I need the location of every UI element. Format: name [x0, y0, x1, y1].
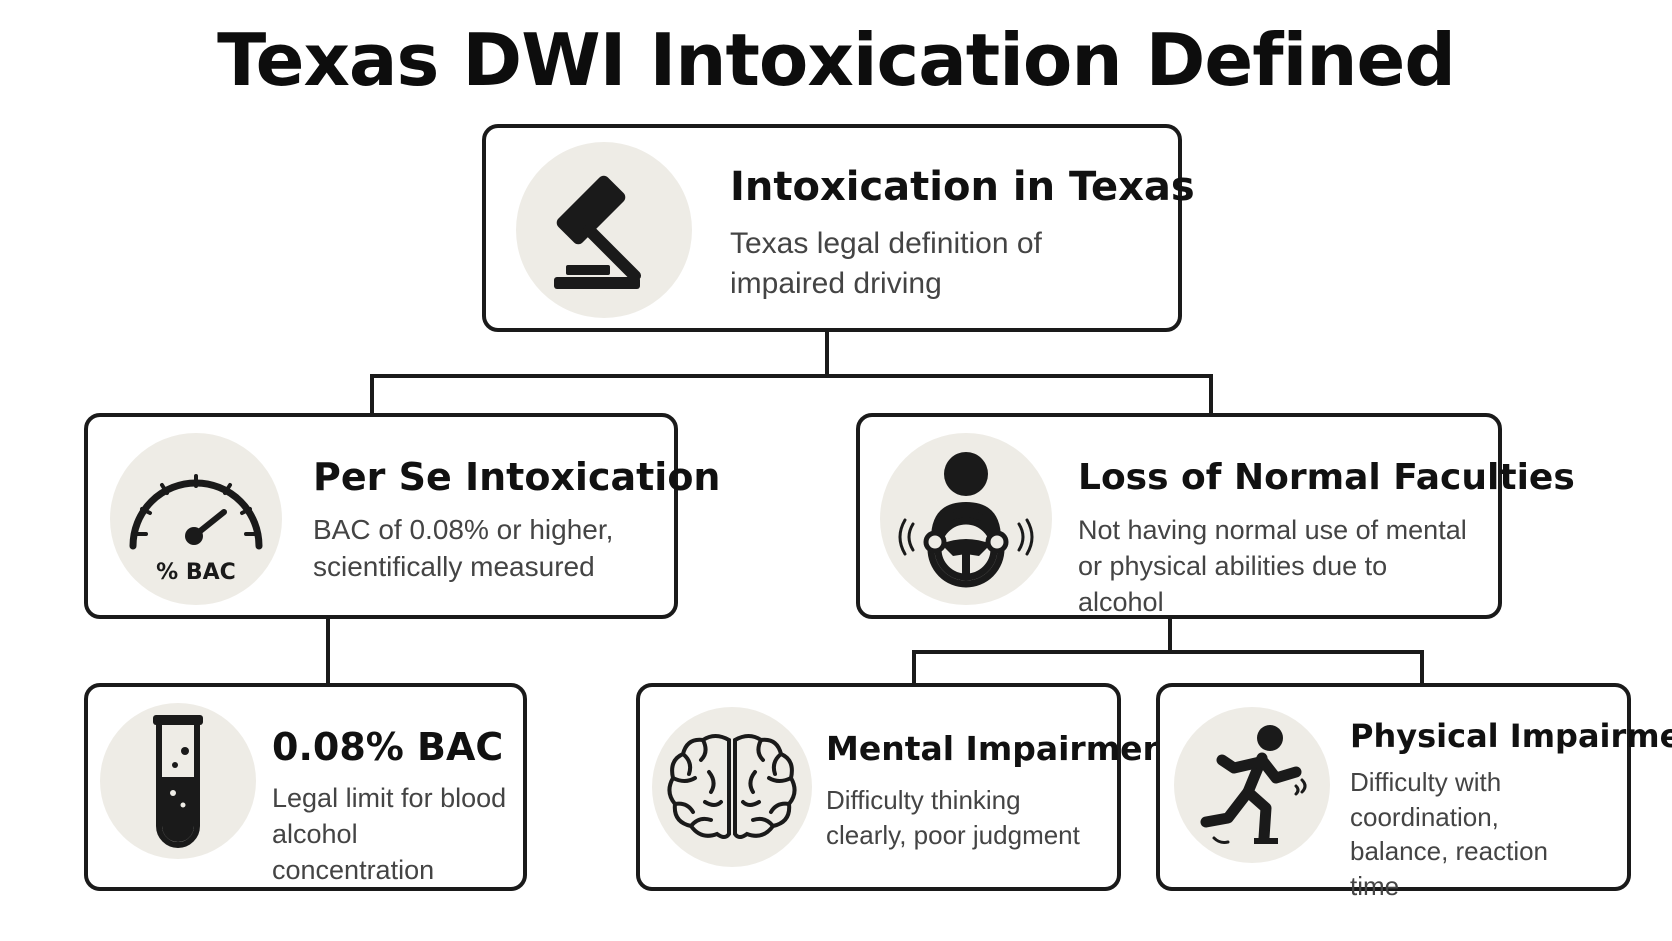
brain-icon	[667, 734, 797, 839]
node-description: BAC of 0.08% or higher, scientifically m…	[313, 514, 614, 583]
node-mental-impairment: Mental Impairment Difficulty thinking cl…	[636, 683, 1182, 891]
node-title: Loss of Normal Faculties	[1078, 457, 1575, 498]
node-title: Mental Impairment	[826, 729, 1182, 768]
gauge-label: % BAC	[156, 560, 236, 584]
brain-icon-circle	[652, 707, 812, 867]
node-description: Legal limit for blood alcohol concentrat…	[272, 783, 507, 885]
connector-root-children	[370, 332, 1213, 413]
node-intoxication-in-texas: Intoxication in Texas Texas legal defini…	[482, 124, 1195, 332]
node-description: Difficulty thinking clearly, poor judgme…	[826, 785, 1080, 850]
node-per-se-intoxication: % BAC Per Se Intoxication BAC of 0.08% o…	[84, 413, 720, 619]
node-description: Difficulty with coordination, balance, r…	[1350, 767, 1549, 901]
node-bac-limit: 0.08% BAC Legal limit for blood alcohol …	[84, 683, 527, 891]
driver-icon-circle	[880, 433, 1052, 605]
node-title: Physical Impairment	[1350, 717, 1672, 755]
diagram-title: Texas DWI Intoxication Defined	[217, 18, 1456, 102]
gavel-icon-circle	[516, 142, 692, 318]
node-description: Texas legal definition of impaired drivi…	[730, 227, 1042, 300]
running-person-icon-circle	[1174, 707, 1330, 863]
test-tube-icon	[153, 715, 203, 848]
running-person-icon	[1200, 725, 1307, 844]
gauge-icon-circle: % BAC	[110, 433, 282, 605]
driver-steering-wheel-icon	[898, 452, 1034, 588]
node-loss-of-normal-faculties: Loss of Normal Faculties Not having norm…	[856, 413, 1575, 619]
test-tube-icon-circle	[100, 703, 256, 859]
gavel-icon	[554, 175, 642, 289]
node-title: Intoxication in Texas	[730, 164, 1195, 210]
gauge-icon: % BAC	[129, 474, 263, 584]
connector-loss-children	[912, 618, 1424, 683]
node-title: 0.08% BAC	[272, 725, 504, 769]
node-physical-impairment: Physical Impairment Difficulty with coor…	[1156, 683, 1672, 901]
node-description: Not having normal use of mental or physi…	[1078, 515, 1467, 617]
node-title: Per Se Intoxication	[313, 455, 721, 499]
